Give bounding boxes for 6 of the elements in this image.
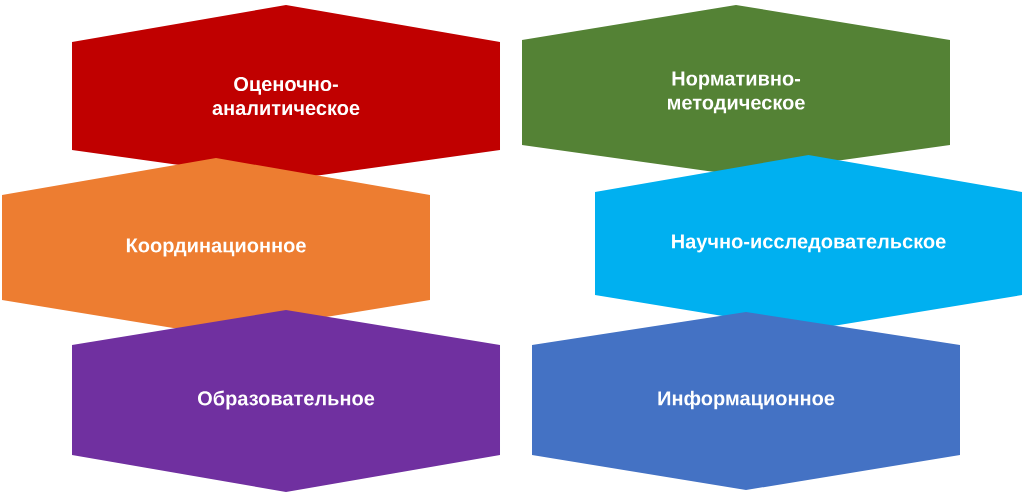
- hexagon: Информационное: [532, 312, 960, 490]
- hexagon: Образовательное: [72, 310, 500, 492]
- hexagon: Научно-исследовательское: [595, 155, 1022, 330]
- hexagon: Оценочно-аналитическое: [72, 5, 500, 180]
- hexagon: Нормативно-методическое: [522, 5, 950, 175]
- hexagon: Координационное: [2, 158, 430, 335]
